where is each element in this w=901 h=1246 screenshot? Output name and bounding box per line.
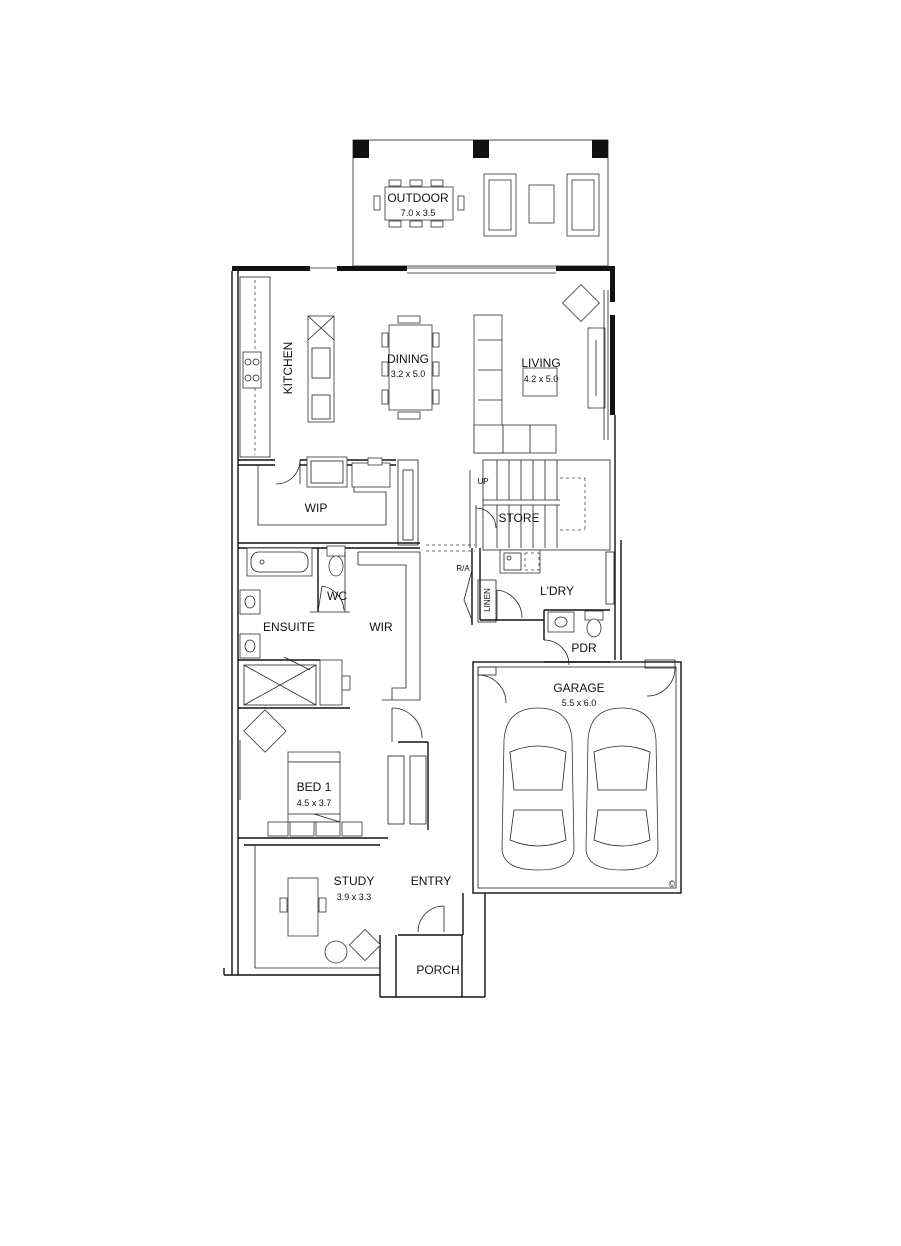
- size-garage: 5.5 x 6.0: [562, 698, 597, 708]
- bed1-area: [238, 707, 429, 839]
- size-living: 4.2 x 5.0: [524, 374, 559, 384]
- label-bed1: BED 1: [297, 780, 332, 794]
- study-area: [244, 844, 382, 969]
- label-entry: ENTRY: [411, 874, 451, 888]
- entry-area: [398, 893, 464, 936]
- size-bed1: 4.5 x 3.7: [297, 798, 332, 808]
- label-ldry: L'DRY: [540, 584, 574, 598]
- room-labels: OUTDOOR 7.0 x 3.5 KITCHEN DINING 3.2 x 5…: [263, 191, 605, 977]
- label-dining: DINING: [387, 352, 429, 366]
- staircase: UP: [469, 459, 611, 551]
- car-right: [585, 707, 659, 871]
- kitchen-fixtures: [239, 276, 335, 458]
- label-outdoor: OUTDOOR: [387, 191, 449, 205]
- size-study: 3.9 x 3.3: [337, 892, 372, 902]
- label-living: LIVING: [521, 356, 560, 370]
- ensuite-area: [238, 545, 351, 709]
- size-outdoor: 7.0 x 3.5: [401, 208, 436, 218]
- label-pdr: PDR: [571, 641, 597, 655]
- laundry-area: [463, 548, 615, 666]
- label-ensuite: ENSUITE: [263, 620, 315, 634]
- label-store: STORE: [498, 511, 539, 525]
- wir-area: [357, 551, 421, 701]
- copyright-symbol: ©: [669, 879, 676, 889]
- label-linen: LINEN: [483, 588, 492, 612]
- dining-table: [381, 315, 440, 420]
- label-ra: R/A: [456, 564, 470, 573]
- label-study: STUDY: [334, 874, 375, 888]
- outdoor-area: [352, 139, 609, 267]
- wip-area: [238, 456, 475, 552]
- label-garage: GARAGE: [553, 681, 604, 695]
- exterior-walls: [223, 266, 622, 998]
- label-wir: WIR: [369, 620, 393, 634]
- label-wc: WC: [327, 589, 347, 603]
- stair-up-marker: UP: [477, 477, 488, 486]
- label-kitchen: KITCHEN: [281, 342, 295, 395]
- car-left: [501, 707, 575, 871]
- label-porch: PORCH: [416, 963, 459, 977]
- garage-area: ©: [472, 659, 682, 894]
- size-dining: 3.2 x 5.0: [391, 369, 426, 379]
- label-wip: WIP: [305, 501, 328, 515]
- living-furniture: [473, 284, 609, 454]
